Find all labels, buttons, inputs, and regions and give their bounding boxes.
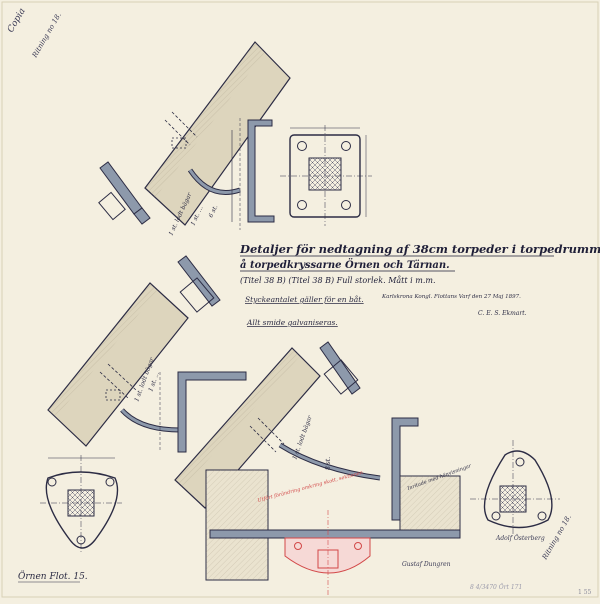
triangle-plate — [483, 450, 553, 529]
deck-structure: Inritade med hänvisningar — [205, 463, 473, 581]
deck-plate — [209, 529, 461, 539]
archive-stamp: 8 4/3470 Ört 171 — [470, 584, 522, 591]
red-plate-outline — [284, 537, 371, 574]
quantity-note: Styckeantalet gäller för en båt. — [245, 295, 364, 304]
bottom-left-label: Örnen Flot. 15. — [18, 570, 88, 582]
detail-top-left: 1 st. lodt bägar 1 st. ... 6 st. — [98, 41, 291, 237]
title-block: Detaljer för nedtagning af 38cm torpeder… — [239, 242, 600, 327]
title-line-2: å torpedkryssarne Örnen och Tärnan. — [240, 258, 450, 271]
bolt-hole — [341, 141, 351, 151]
bolt-hole — [341, 200, 351, 210]
edge-mark: 1 55 — [578, 589, 592, 596]
label-count-6: 6 st. — [207, 204, 219, 219]
label-count-8: 8 st. — [325, 457, 332, 470]
designer-signature: C. E. S. Ekmart. — [478, 310, 527, 317]
timber-beam-top — [144, 41, 291, 226]
plate-triangle-left — [40, 455, 122, 552]
signature-1: Gustaf Dungren — [402, 561, 451, 568]
detail-middle-left: 1 st. lodt bägar 1 st. ... — [47, 255, 247, 453]
plate-square-top — [280, 125, 372, 226]
bolt-hole — [297, 200, 307, 210]
clamp-block-middle — [179, 277, 215, 313]
angle-bracket-middle — [177, 371, 247, 453]
galvanize-note: Allt smide galvaniseras. — [246, 318, 338, 327]
bolt-hole — [297, 141, 307, 151]
curved-strut-middle — [120, 408, 181, 432]
clamp-block-center — [323, 359, 359, 395]
channel-bracket-center — [391, 417, 419, 521]
curved-strut-center — [279, 443, 381, 480]
signature-2: Adolf Österberg — [495, 535, 545, 542]
plate-triangle-right — [470, 440, 560, 535]
title-line-3: (Titel 38 B) (Titel 38 B) Full storlek. … — [240, 276, 436, 285]
triangle-plate — [45, 471, 119, 549]
title-line-1: Detaljer för nedtagning af 38cm torpeder… — [239, 242, 600, 256]
channel-bracket-top — [247, 119, 275, 223]
yard-note: Karlskrona Kongl. Flottans Varf den 27 M… — [381, 294, 521, 300]
